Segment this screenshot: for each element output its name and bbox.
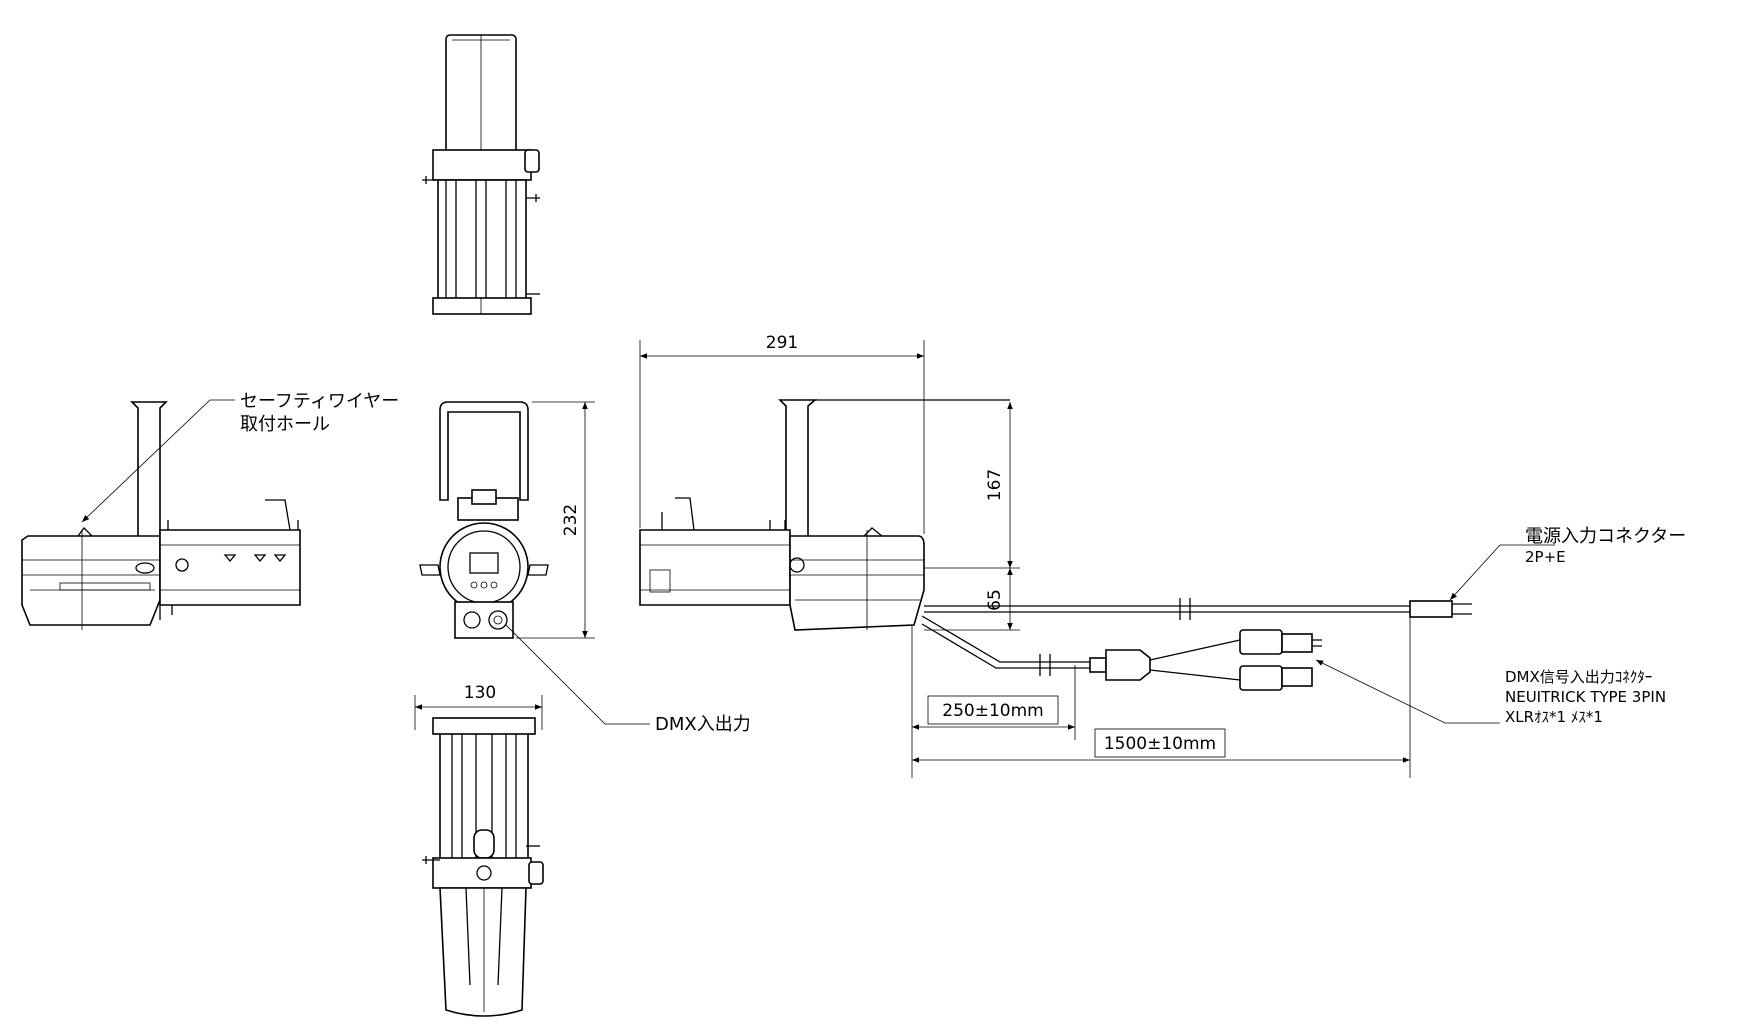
dim-width: 130	[464, 683, 496, 703]
dim-height-lower: 65	[985, 589, 1005, 611]
power-connector-label-1: 電源入力コネクター	[1525, 526, 1686, 547]
safety-wire-label-2: 取付ホール	[240, 414, 330, 435]
right-side-view	[639, 399, 1010, 631]
dimension-lines	[414, 340, 1411, 778]
dim-cable-long: 1500±10mm	[1104, 734, 1216, 754]
dim-height-upper: 167	[985, 469, 1005, 501]
dim-height-total: 232	[561, 504, 581, 536]
safety-wire-label-1: セーフティワイヤー	[240, 391, 399, 412]
left-side-view	[21, 401, 301, 630]
leader-lines	[81, 399, 1555, 725]
cables	[921, 598, 1472, 691]
dim-cable-short: 250±10mm	[942, 701, 1043, 721]
top-view	[422, 34, 540, 315]
bottom-view	[422, 717, 544, 1017]
dim-length: 291	[766, 333, 798, 353]
annotation-text: セーフティワイヤー 取付ホール DMX入出力 電源入力コネクター 2P+E DM…	[240, 333, 1686, 754]
dmx-io-label: DMX入出力	[655, 714, 751, 735]
dmx-connector-label-1: DMX信号入出力ｺﾈｸﾀｰ	[1505, 668, 1652, 686]
front-view	[419, 401, 549, 639]
power-connector-label-2: 2P+E	[1525, 548, 1566, 566]
dmx-connector-label-3: XLRｵｽ*1 ﾒｽ*1	[1505, 708, 1603, 726]
dmx-connector-label-2: NEUITRICK TYPE 3PIN	[1505, 688, 1666, 706]
